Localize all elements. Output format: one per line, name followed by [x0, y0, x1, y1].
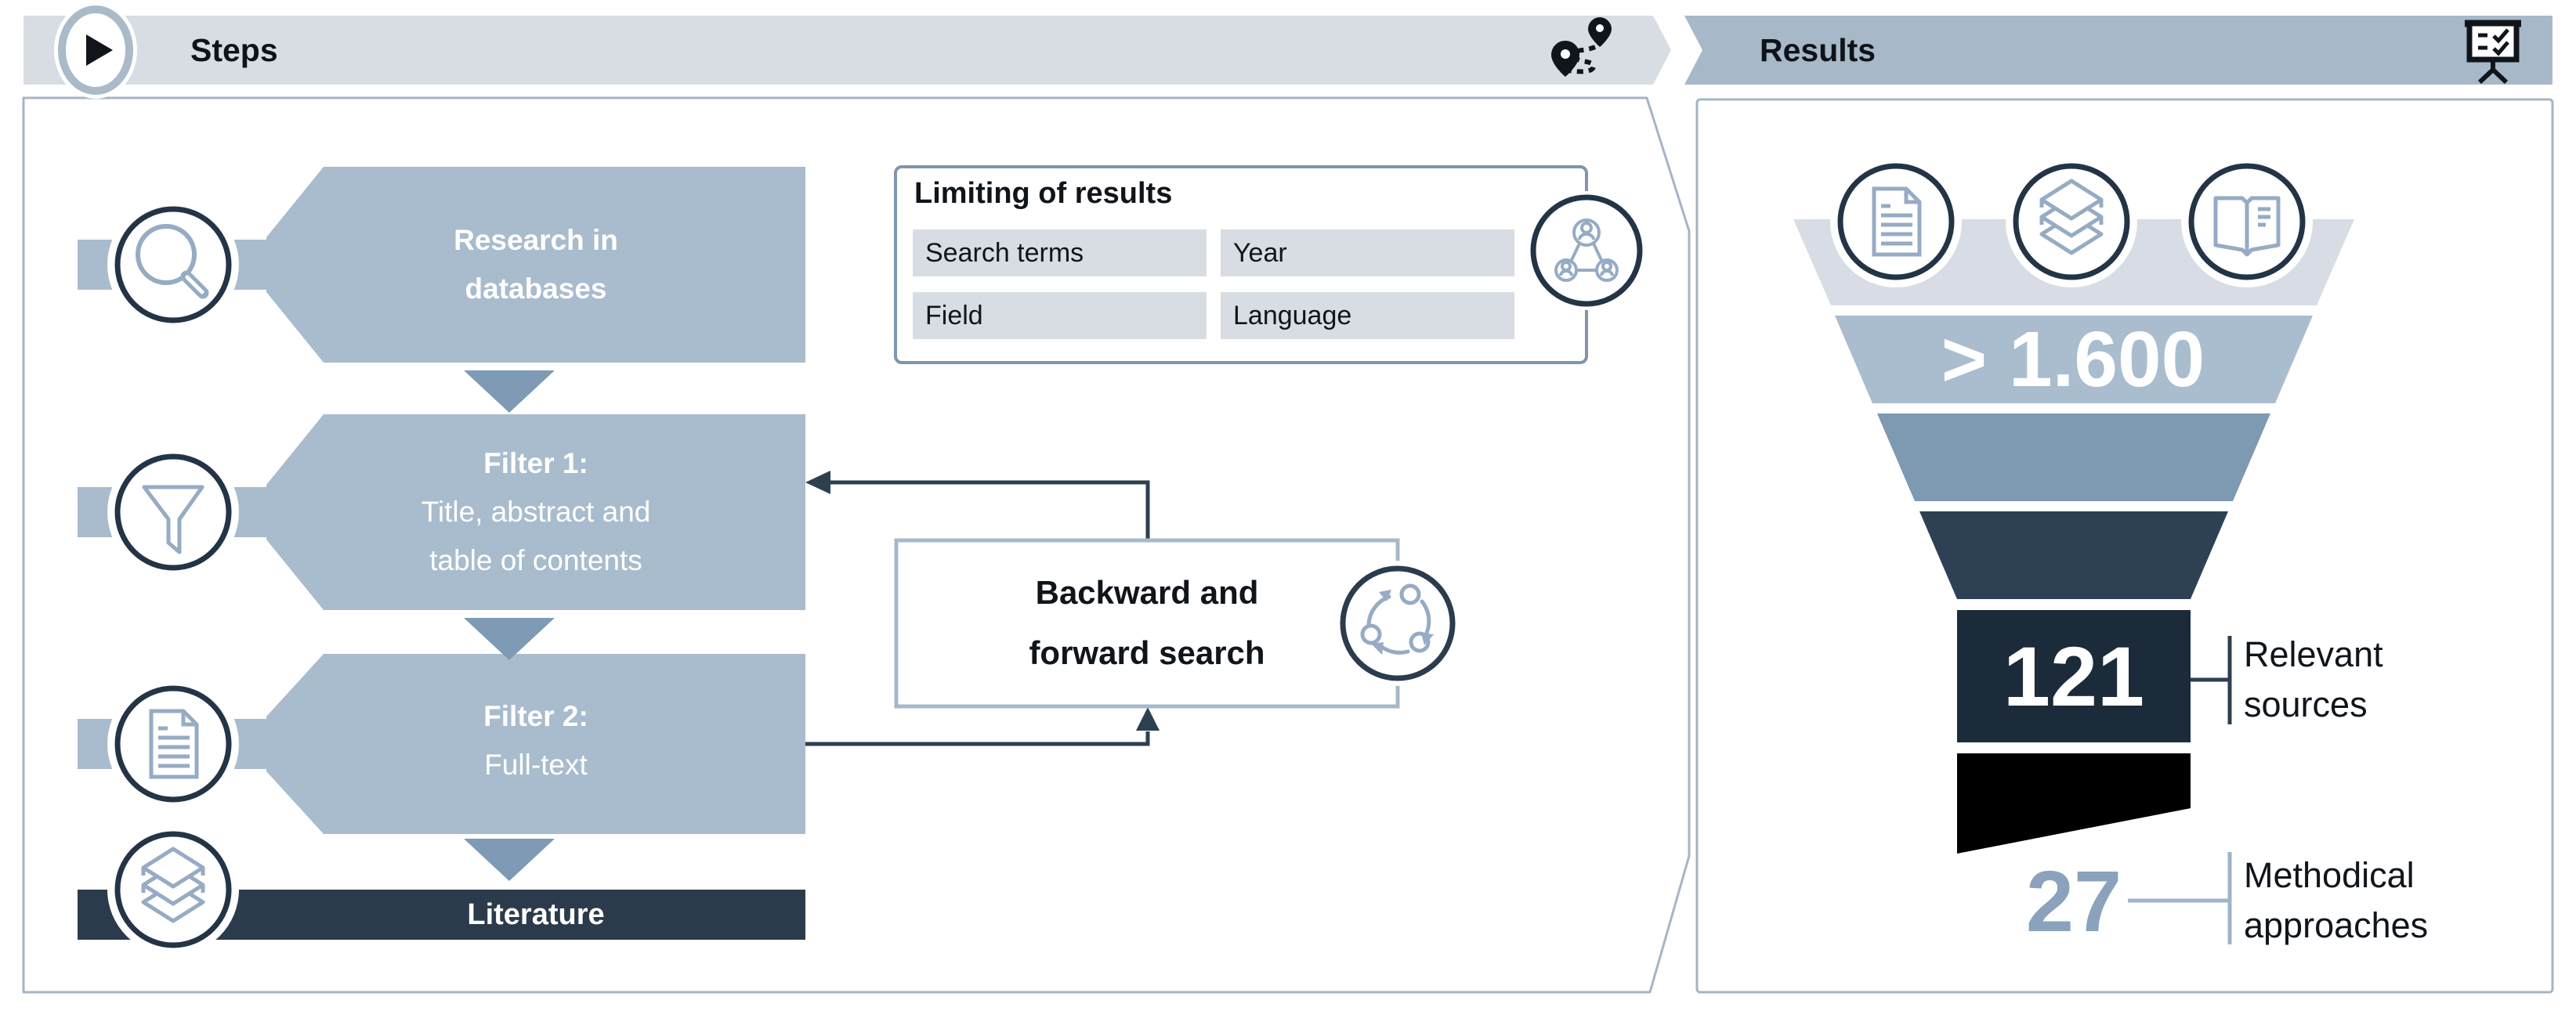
share-network-icon: [1527, 191, 1646, 310]
funnel-segment-4: [1919, 511, 2228, 599]
funnel-segment-2: [1835, 316, 2313, 403]
funnel-value-methodical: 27: [2025, 854, 2122, 950]
books-icon: [2006, 156, 2137, 287]
funnel-value-relevant: 121: [2003, 629, 2145, 724]
steps-panel-title: Steps: [190, 32, 278, 68]
results-panel-title: Results: [1760, 32, 1876, 68]
backward-search-connectors: [805, 480, 1150, 746]
step-block-filter1-sublabel: Title, abstract and table of contents: [421, 496, 651, 576]
presentation-board-icon: [2465, 20, 2521, 85]
relevant-sources-label: Relevant sources: [2244, 634, 2383, 724]
backward-forward-box-label: Backward and forward search: [1029, 574, 1265, 671]
relevant-sources-bracket: [2191, 636, 2232, 724]
step-block-filter1: [266, 414, 805, 610]
backward-forward-box: [894, 538, 1400, 709]
down-arrow-icon: [464, 370, 555, 413]
cycle-icon: [1335, 561, 1460, 686]
methodical-approaches-label: Methodical approaches: [2244, 855, 2429, 945]
document-icon: [1830, 156, 1962, 287]
steps-header-bar: [24, 16, 1671, 85]
step-block-research-label: Research in databases: [454, 224, 618, 305]
down-arrow-icon: [464, 839, 555, 881]
limiting-cell-year: Year: [1221, 229, 1514, 276]
open-book-icon: [2181, 156, 2313, 287]
methodical-approaches-bracket: [2128, 852, 2232, 944]
limiting-cell-search-terms: Search terms: [913, 229, 1207, 276]
document-icon: [107, 678, 239, 810]
filter-icon: [107, 446, 239, 578]
literature-bar-label: Literature: [467, 898, 605, 931]
step-block-filter2-label: Filter 2:: [483, 700, 588, 732]
books-icon: [107, 824, 239, 955]
funnel-value-top: > 1.600: [1941, 316, 2205, 403]
limiting-box-title: Limiting of results: [914, 177, 1173, 210]
step-block-research: [266, 167, 805, 363]
limiting-cell-language: Language: [1221, 292, 1514, 339]
arrowhead-up: [1136, 707, 1160, 731]
play-icon: [54, 2, 137, 99]
limiting-cell-field: Field: [913, 292, 1207, 339]
step-block-filter2: [266, 654, 805, 834]
search-icon: [107, 199, 239, 330]
funnel-segment-black: [1957, 753, 2191, 854]
results-header-bar: [1684, 16, 2552, 85]
arrowhead-left: [805, 471, 830, 494]
route-icon: [1551, 17, 1612, 77]
down-arrow-icon: [464, 618, 555, 660]
step-block-filter1-label: Filter 1:: [483, 447, 588, 479]
step-block-filter2-sublabel: Full-text: [484, 749, 588, 781]
funnel-segment-121: [1957, 610, 2191, 742]
funnel-segment-3: [1877, 413, 2270, 501]
